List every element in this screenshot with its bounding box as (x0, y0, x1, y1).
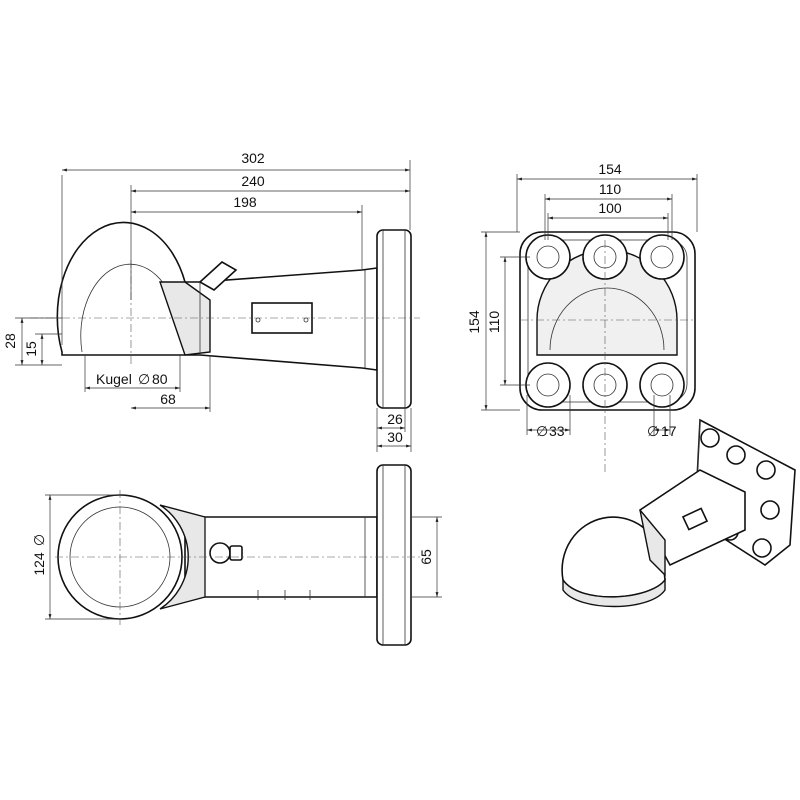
top-view: ∅ 124 65 (31, 464, 442, 646)
dim-hole-17: 17 (661, 423, 677, 439)
diameter-symbol: ∅ (138, 371, 150, 387)
hole-17-symbol: ∅ (647, 423, 659, 439)
dim-ball-80: 80 (152, 371, 168, 387)
dim-68: 68 (160, 391, 176, 407)
dim-30: 30 (387, 429, 403, 445)
dim-15: 15 (23, 341, 39, 357)
dim-302: 302 (241, 150, 265, 166)
dim-110-width: 110 (599, 181, 622, 197)
dim-100-width: 100 (598, 200, 622, 216)
front-view: 154 110 100 154 110 ∅ 33 ∅ 17 (466, 161, 698, 475)
dim-240: 240 (241, 173, 265, 189)
dim-hole-33: 33 (549, 423, 565, 439)
isometric-view (561, 418, 796, 608)
dim-28: 28 (2, 333, 18, 349)
dim-154-height: 154 (466, 310, 482, 334)
dim-198: 198 (233, 194, 257, 210)
dim-124-symbol: ∅ (31, 534, 47, 546)
hole-33-symbol: ∅ (536, 423, 548, 439)
ball-label: Kugel (96, 371, 132, 387)
dim-26: 26 (387, 411, 403, 427)
dim-65: 65 (418, 549, 434, 565)
side-view: 302 240 198 28 15 Kugel ∅ 80 68 26 30 (2, 150, 420, 452)
dim-110-height: 110 (486, 311, 502, 334)
dim-124: 124 (31, 552, 47, 576)
dim-154-width: 154 (598, 161, 622, 177)
